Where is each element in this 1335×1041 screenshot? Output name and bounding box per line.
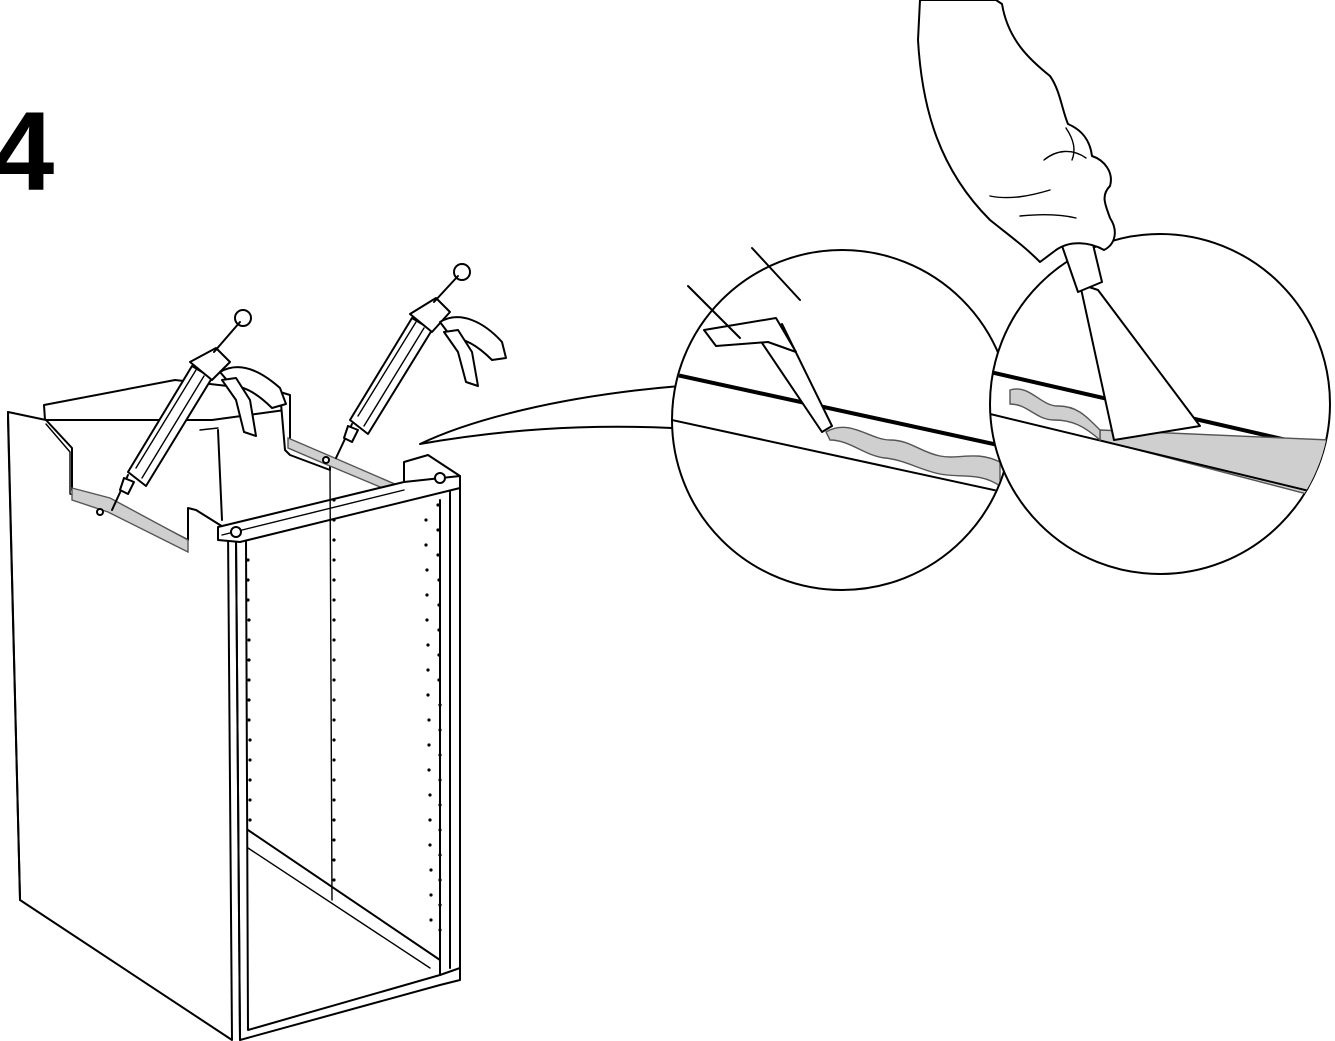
caulking-gun-left — [111, 309, 287, 511]
detail-apply-sealant — [671, 247, 1013, 591]
callout-pointer — [419, 385, 681, 445]
detail-scrape-sealant — [989, 231, 1331, 575]
step-number: 4 — [0, 89, 55, 214]
hand — [917, 0, 1116, 263]
cabinet-frame — [7, 379, 461, 1041]
scraper — [1079, 283, 1201, 441]
caulking-gun-right — [335, 263, 507, 459]
peg-holes — [246, 498, 442, 932]
